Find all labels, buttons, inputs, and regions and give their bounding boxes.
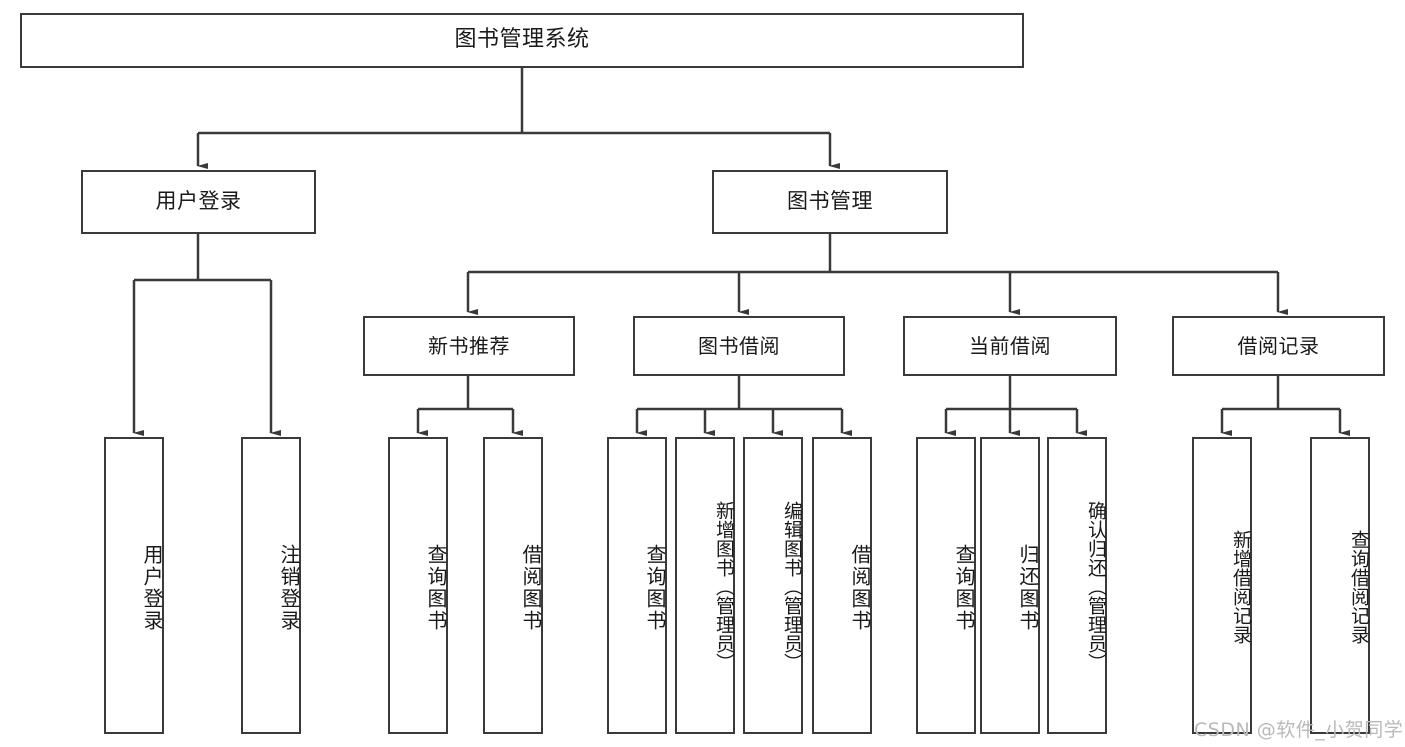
node-user-login[interactable]: 用户登录 xyxy=(81,170,316,234)
node-label: 新书推荐 xyxy=(428,333,510,358)
node-label: 确认归还（管理员） xyxy=(1085,501,1107,672)
node-label: 查询图书 xyxy=(952,543,976,632)
node-label: 借阅图书 xyxy=(848,543,872,632)
node-label: 注销登录 xyxy=(277,543,301,632)
leaf-add-book-admin[interactable]: 新增图书（管理员） xyxy=(675,437,735,734)
node-label: 用户登录 xyxy=(140,543,164,632)
node-label: 查询借阅记录 xyxy=(1348,529,1370,644)
leaf-user-login[interactable]: 用户登录 xyxy=(104,437,164,734)
leaf-query-books-recommendation[interactable]: 查询图书 xyxy=(388,437,448,734)
node-label: 归还图书 xyxy=(1016,543,1040,632)
node-root-library-management-system[interactable]: 图书管理系统 xyxy=(20,13,1024,68)
node-book-management[interactable]: 图书管理 xyxy=(712,170,948,234)
node-label: 查询图书 xyxy=(424,543,448,632)
leaf-query-books-borrowing[interactable]: 查询图书 xyxy=(607,437,667,734)
node-label: 借阅记录 xyxy=(1237,333,1320,358)
leaf-return-books[interactable]: 归还图书 xyxy=(980,437,1040,734)
leaf-logout[interactable]: 注销登录 xyxy=(241,437,301,734)
leaf-borrow-books[interactable]: 借阅图书 xyxy=(812,437,872,734)
leaf-confirm-return-admin[interactable]: 确认归还（管理员） xyxy=(1047,437,1107,734)
node-label: 编辑图书（管理员） xyxy=(781,501,803,672)
node-label: 新增图书（管理员） xyxy=(713,501,735,672)
leaf-query-books-current[interactable]: 查询图书 xyxy=(916,437,976,734)
leaf-add-borrowing-record[interactable]: 新增借阅记录 xyxy=(1192,437,1252,734)
node-borrowing-records[interactable]: 借阅记录 xyxy=(1172,316,1385,376)
leaf-edit-book-admin[interactable]: 编辑图书（管理员） xyxy=(743,437,803,734)
node-label: 图书管理系统 xyxy=(454,27,590,53)
leaf-borrow-books-recommendation[interactable]: 借阅图书 xyxy=(483,437,543,734)
node-book-borrowing[interactable]: 图书借阅 xyxy=(633,316,845,376)
node-label: 用户登录 xyxy=(155,189,242,214)
node-label: 查询图书 xyxy=(643,543,667,632)
csdn-watermark: CSDN @软件_小贺同学 xyxy=(1194,719,1404,741)
node-new-book-recommendation[interactable]: 新书推荐 xyxy=(363,316,575,376)
node-current-borrowing[interactable]: 当前借阅 xyxy=(903,316,1117,376)
leaf-query-borrowing-record[interactable]: 查询借阅记录 xyxy=(1310,437,1370,734)
node-label: 借阅图书 xyxy=(519,543,543,632)
node-label: 图书借阅 xyxy=(698,333,780,358)
node-label: 新增借阅记录 xyxy=(1230,529,1252,644)
node-label: 图书管理 xyxy=(787,189,873,214)
node-label: 当前借阅 xyxy=(969,333,1051,358)
